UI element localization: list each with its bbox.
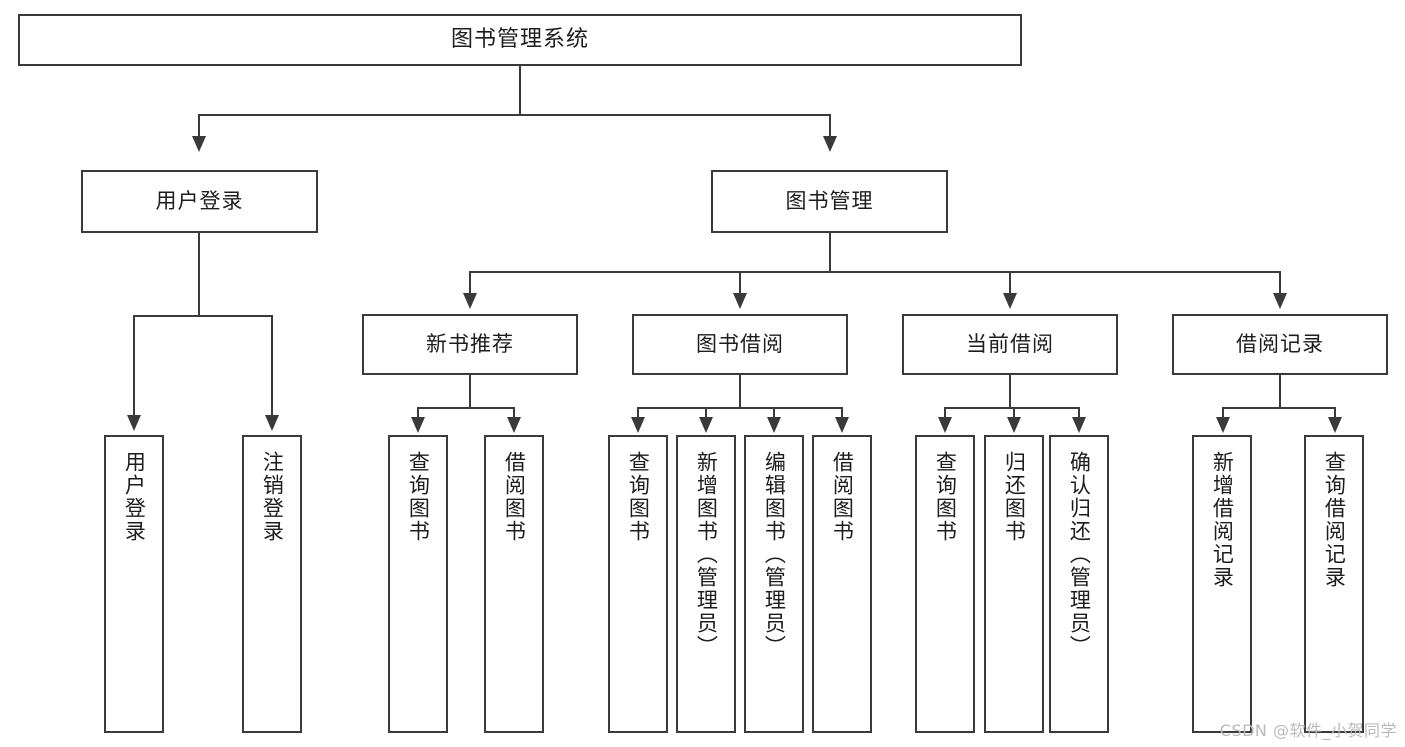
connector-root-stem xyxy=(519,66,521,114)
arrowhead-book-manage xyxy=(823,136,837,152)
connector-borrow-record-bus xyxy=(1222,407,1335,409)
node-label: 归还图书 xyxy=(1002,451,1027,543)
connector-root-bus xyxy=(198,114,831,116)
connector-current-borrow-to-leaf-3 xyxy=(1078,407,1080,419)
connector-book-borrow-to-leaf-1 xyxy=(637,407,639,419)
connector-new-book-to-leaf-1 xyxy=(417,407,419,419)
node-label: 新增借阅记录 xyxy=(1210,451,1235,589)
connector-book-manage-to-borrow-record xyxy=(1279,271,1281,295)
arrowhead-leaf-add-record xyxy=(1216,417,1230,433)
node-label: 确认归还（管理员） xyxy=(1067,451,1092,658)
leaf-edit-book[interactable]: 编辑图书（管理员） xyxy=(744,435,804,733)
connector-user-login-bus xyxy=(133,315,273,317)
connector-current-borrow-to-leaf-1 xyxy=(944,407,946,419)
connector-book-manage-to-book-borrow xyxy=(739,271,741,295)
connector-user-login-stem xyxy=(198,233,200,315)
arrowhead-current-borrow xyxy=(1003,293,1017,309)
leaf-logout-login[interactable]: 注销登录 xyxy=(242,435,302,733)
node-user-login[interactable]: 用户登录 xyxy=(81,170,318,233)
node-label: 编辑图书（管理员） xyxy=(762,451,787,658)
connector-current-borrow-stem xyxy=(1009,375,1011,407)
node-label: 查询图书 xyxy=(406,451,431,543)
node-label: 图书借阅 xyxy=(696,331,784,356)
node-label: 用户登录 xyxy=(122,451,147,543)
connector-borrow-record-stem xyxy=(1279,375,1281,407)
connector-current-borrow-bus xyxy=(944,407,1079,409)
arrowhead-leaf-logout-login xyxy=(265,415,279,431)
arrowhead-leaf-borrow-book-1 xyxy=(507,417,521,433)
node-label: 新增图书（管理员） xyxy=(694,451,719,658)
node-book-management[interactable]: 图书管理 xyxy=(711,170,948,233)
connector-root-to-book-manage xyxy=(829,114,831,138)
arrowhead-leaf-return-book xyxy=(1007,417,1021,433)
connector-book-manage-to-current-borrow xyxy=(1009,271,1011,295)
node-label: 新书推荐 xyxy=(426,331,514,356)
arrowhead-book-borrow xyxy=(733,293,747,309)
connector-book-borrow-to-leaf-4 xyxy=(841,407,843,419)
connector-user-login-to-leaf-2 xyxy=(271,315,273,417)
node-label: 当前借阅 xyxy=(966,331,1054,356)
arrowhead-leaf-edit-book xyxy=(767,417,781,433)
node-current-borrow[interactable]: 当前借阅 xyxy=(902,314,1118,375)
leaf-borrow-book-recommend[interactable]: 借阅图书 xyxy=(484,435,544,733)
arrowhead-leaf-query-book-2 xyxy=(631,417,645,433)
leaf-query-book-borrow[interactable]: 查询图书 xyxy=(608,435,668,733)
arrowhead-borrow-record xyxy=(1273,293,1287,309)
connector-current-borrow-to-leaf-2 xyxy=(1013,407,1015,419)
leaf-add-borrow-record[interactable]: 新增借阅记录 xyxy=(1192,435,1252,733)
leaf-query-book-recommend[interactable]: 查询图书 xyxy=(388,435,448,733)
arrowhead-leaf-user-login xyxy=(127,415,141,431)
connector-new-book-stem xyxy=(469,375,471,407)
leaf-add-book[interactable]: 新增图书（管理员） xyxy=(676,435,736,733)
node-label: 借阅图书 xyxy=(502,451,527,543)
leaf-query-borrow-record[interactable]: 查询借阅记录 xyxy=(1304,435,1364,733)
leaf-user-login[interactable]: 用户登录 xyxy=(104,435,164,733)
arrowhead-leaf-query-record xyxy=(1328,417,1342,433)
connector-book-manage-to-new-book xyxy=(469,271,471,295)
node-label: 借阅记录 xyxy=(1236,331,1324,356)
leaf-confirm-return[interactable]: 确认归还（管理员） xyxy=(1049,435,1109,733)
connector-new-book-bus xyxy=(417,407,514,409)
node-label: 查询图书 xyxy=(933,451,958,543)
arrowhead-leaf-add-book xyxy=(699,417,713,433)
connector-user-login-to-leaf-1 xyxy=(133,315,135,417)
connector-borrow-record-to-leaf-2 xyxy=(1334,407,1336,419)
node-book-borrow[interactable]: 图书借阅 xyxy=(632,314,848,375)
arrowhead-leaf-confirm-return xyxy=(1072,417,1086,433)
node-label: 借阅图书 xyxy=(830,451,855,543)
node-new-book-recommend[interactable]: 新书推荐 xyxy=(362,314,578,375)
node-root-book-management-system[interactable]: 图书管理系统 xyxy=(18,14,1022,66)
connector-book-manage-stem xyxy=(829,233,831,271)
connector-new-book-to-leaf-2 xyxy=(513,407,515,419)
arrowhead-user-login xyxy=(192,136,206,152)
arrowhead-new-book-recommend xyxy=(463,293,477,309)
connector-book-borrow-to-leaf-3 xyxy=(773,407,775,419)
connector-book-borrow-bus xyxy=(637,407,842,409)
connector-book-manage-bus xyxy=(469,271,1280,273)
connector-borrow-record-to-leaf-1 xyxy=(1222,407,1224,419)
leaf-borrow-book[interactable]: 借阅图书 xyxy=(812,435,872,733)
node-label: 查询借阅记录 xyxy=(1322,451,1347,589)
leaf-return-book[interactable]: 归还图书 xyxy=(984,435,1044,733)
leaf-query-book-current[interactable]: 查询图书 xyxy=(915,435,975,733)
node-label: 查询图书 xyxy=(626,451,651,543)
node-label: 用户登录 xyxy=(155,188,244,213)
connector-root-to-user-login xyxy=(198,114,200,138)
csdn-watermark: CSDN @软件_小贺同学 xyxy=(1219,721,1397,740)
arrowhead-leaf-query-book-1 xyxy=(411,417,425,433)
connector-book-borrow-stem xyxy=(739,375,741,407)
connector-book-borrow-to-leaf-2 xyxy=(705,407,707,419)
arrowhead-leaf-query-book-3 xyxy=(938,417,952,433)
node-label: 注销登录 xyxy=(260,451,285,543)
node-label: 图书管理系统 xyxy=(450,26,589,52)
node-label: 图书管理 xyxy=(785,188,874,213)
arrowhead-leaf-borrow-book-2 xyxy=(835,417,849,433)
node-borrow-record[interactable]: 借阅记录 xyxy=(1172,314,1388,375)
